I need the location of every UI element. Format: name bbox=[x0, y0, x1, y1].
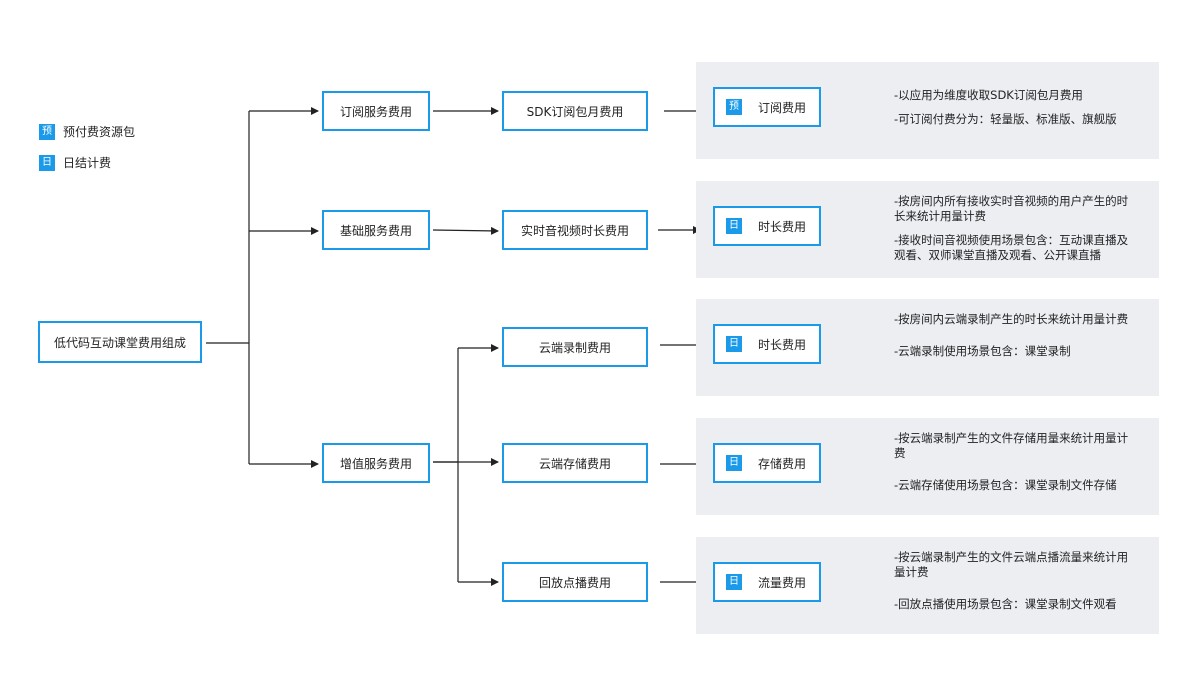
node-basic-fee: 基础服务费用 bbox=[322, 210, 430, 250]
billing-box: 预 订阅费用 bbox=[713, 87, 821, 127]
billing-panel-rtc: 日 时长费用 -按房间内所有接收实时音视频的用户产生的时长来统计用量计费 -接收… bbox=[696, 181, 1159, 278]
billing-box: 日 时长费用 bbox=[713, 206, 821, 246]
billing-box-label: 存储费用 bbox=[758, 457, 807, 471]
legend-item-prepaid: 预 预付费资源包 bbox=[39, 123, 135, 140]
node-sdk-subscription-fee: SDK订阅包月费用 bbox=[502, 91, 648, 131]
daily-badge-icon: 日 bbox=[726, 455, 742, 471]
description-line: -按云端录制产生的文件云端点播流量来统计用量计费 bbox=[894, 550, 1129, 579]
billing-box-label: 时长费用 bbox=[758, 338, 807, 352]
billing-panel-storage: 日 存储费用 -按云端录制产生的文件存储用量来统计用量计费 -云端存储使用场景包… bbox=[696, 418, 1159, 515]
billing-box: 日 流量费用 bbox=[713, 562, 821, 602]
node-cloud-recording-fee: 云端录制费用 bbox=[502, 327, 648, 367]
billing-description: -按房间内所有接收实时音视频的用户产生的时长来统计用量计费 -接收时间音视频使用… bbox=[894, 194, 1134, 263]
node-rtc-duration-fee: 实时音视频时长费用 bbox=[502, 210, 648, 250]
description-line: -可订阅付费分为：轻量版、标准版、旗舰版 bbox=[894, 112, 1117, 126]
daily-badge-icon: 日 bbox=[726, 336, 742, 352]
legend-label: 预付费资源包 bbox=[63, 125, 136, 139]
billing-description: -按房间内云端录制产生的时长来统计用量计费 -云端录制使用场景包含：课堂录制 bbox=[894, 312, 1134, 359]
billing-box-label: 时长费用 bbox=[758, 220, 807, 234]
description-line: -云端存储使用场景包含：课堂录制文件存储 bbox=[894, 478, 1117, 492]
daily-badge-icon: 日 bbox=[726, 218, 742, 234]
node-subscription-fee: 订阅服务费用 bbox=[322, 91, 430, 131]
daily-badge-icon: 日 bbox=[39, 154, 55, 171]
node-label: 订阅服务费用 bbox=[339, 104, 412, 119]
node-label: 增值服务费用 bbox=[339, 456, 412, 471]
node-label: SDK订阅包月费用 bbox=[526, 104, 624, 119]
billing-panel-recording: 日 时长费用 -按房间内云端录制产生的时长来统计用量计费 -云端录制使用场景包含… bbox=[696, 299, 1159, 396]
billing-box: 日 时长费用 bbox=[713, 324, 821, 364]
billing-panel-subscription: 预 订阅费用 -以应用为维度收取SDK订阅包月费用 -可订阅付费分为：轻量版、标… bbox=[696, 62, 1159, 159]
node-label: 实时音视频时长费用 bbox=[520, 223, 629, 238]
description-line: -回放点播使用场景包含：课堂录制文件观看 bbox=[894, 597, 1117, 611]
description-line: -云端录制使用场景包含：课堂录制 bbox=[894, 344, 1071, 358]
description-line: -按房间内所有接收实时音视频的用户产生的时长来统计用量计费 bbox=[894, 194, 1129, 223]
description-line: -以应用为维度收取SDK订阅包月费用 bbox=[894, 88, 1083, 102]
billing-description: -以应用为维度收取SDK订阅包月费用 -可订阅付费分为：轻量版、标准版、旗舰版 bbox=[894, 88, 1134, 127]
node-cloud-storage-fee: 云端存储费用 bbox=[502, 443, 648, 483]
billing-panel-playback: 日 流量费用 -按云端录制产生的文件云端点播流量来统计用量计费 -回放点播使用场… bbox=[696, 537, 1159, 634]
connector-basic-rtc bbox=[432, 226, 499, 235]
legend-item-daily: 日 日结计费 bbox=[39, 154, 111, 171]
description-line: -按云端录制产生的文件存储用量来统计用量计费 bbox=[894, 431, 1129, 460]
node-playback-vod-fee: 回放点播费用 bbox=[502, 562, 648, 602]
daily-badge-icon: 日 bbox=[726, 574, 742, 590]
node-label: 云端录制费用 bbox=[538, 340, 611, 355]
description-line: -接收时间音视频使用场景包含：互动课直播及观看、双师课堂直播及观看、公开课直播 bbox=[894, 233, 1129, 262]
node-label: 基础服务费用 bbox=[339, 223, 412, 238]
billing-box: 日 存储费用 bbox=[713, 443, 821, 483]
prepaid-badge-icon: 预 bbox=[39, 123, 55, 140]
billing-description: -按云端录制产生的文件云端点播流量来统计用量计费 -回放点播使用场景包含：课堂录… bbox=[894, 550, 1134, 612]
billing-box-label: 订阅费用 bbox=[758, 101, 807, 115]
billing-box-label: 流量费用 bbox=[758, 576, 807, 590]
description-line: -按房间内云端录制产生的时长来统计用量计费 bbox=[894, 312, 1129, 326]
billing-description: -按云端录制产生的文件存储用量来统计用量计费 -云端存储使用场景包含：课堂录制文… bbox=[894, 431, 1134, 493]
root-node-label: 低代码互动课堂费用组成 bbox=[53, 335, 186, 350]
node-label: 云端存储费用 bbox=[538, 456, 611, 471]
root-node: 低代码互动课堂费用组成 bbox=[38, 321, 202, 363]
prepaid-badge-icon: 预 bbox=[726, 99, 742, 115]
legend-label: 日结计费 bbox=[63, 156, 112, 170]
node-label: 回放点播费用 bbox=[538, 575, 611, 590]
node-value-added-fee: 增值服务费用 bbox=[322, 443, 430, 483]
